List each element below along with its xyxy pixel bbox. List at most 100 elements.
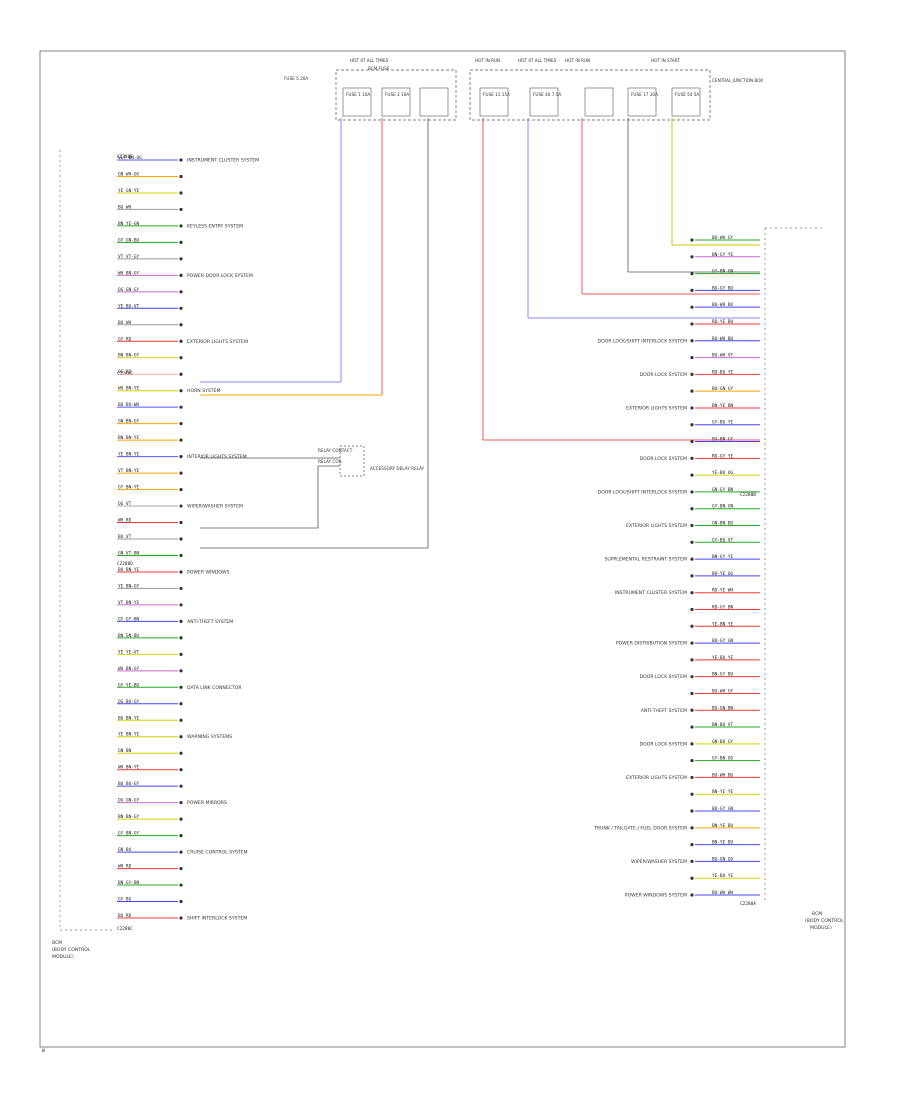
fuse-4 — [479, 87, 509, 117]
pin-code: BN-YE BN — [712, 403, 734, 409]
pin-row: BU-GY GN — [690, 806, 760, 813]
fuse-box-left — [335, 69, 457, 121]
pin-row: BN-YE BU — [690, 840, 760, 847]
pin-dot — [690, 675, 694, 679]
pin-dot — [179, 866, 183, 871]
circuit-note: DATA LINK CONNECTOR — [187, 685, 242, 691]
pin-row: GY RD — [117, 336, 183, 343]
pin-dot — [690, 423, 694, 427]
pin-row: BN-GY YE — [690, 252, 760, 259]
circuit-note: SHIFT INTERLOCK SYSTEM — [187, 916, 247, 922]
circuit-note: POWER WINDOWS SYSTEM — [625, 893, 687, 899]
pin-row: BU BN-YE — [117, 715, 183, 722]
pin-dot — [690, 238, 694, 242]
pin-dot — [179, 916, 183, 920]
pin-code: BU-GY GN — [712, 806, 734, 812]
circuit-note: DOOR LOCK SYSTEM — [640, 372, 687, 378]
fuse-2 — [381, 87, 411, 117]
pin-code: VLT BN-OG — [118, 155, 142, 161]
fuse-3 — [419, 87, 449, 117]
pin-row: BU-GN BN — [690, 705, 760, 712]
pin-code: YE-BN YE — [712, 621, 734, 627]
pin-code: GN-GY BN — [712, 487, 734, 493]
pin-row: RD-GY BN — [690, 604, 760, 612]
pin-row: RD-YE WH — [690, 588, 760, 595]
pin-dot — [690, 591, 694, 595]
top-label: FUSE 5 20A — [284, 76, 308, 81]
pin-dot — [179, 405, 183, 409]
circuit-note: POWER DOOR LOCK SYSTEM — [187, 273, 253, 279]
pin-code: WH RD — [118, 518, 132, 524]
pin-row: BN BN-GY — [117, 353, 183, 360]
pin-row: OG RD — [117, 369, 183, 376]
pin-row: GN BN-GY — [117, 419, 183, 426]
pin-code: BN-BU VT — [712, 722, 734, 728]
pin-row: BU BU-GY — [117, 781, 183, 788]
pin-row: GY-BN GN — [690, 269, 760, 276]
pin-code: BN GN-BU — [118, 633, 140, 639]
connector-id: C2280B — [740, 492, 756, 498]
pin-dot — [690, 691, 694, 696]
accessory-delay-relay — [339, 445, 365, 477]
pin-row: BU-WH WH — [690, 890, 760, 897]
pin-dot — [179, 702, 183, 706]
pin-code: BN-YE BU — [712, 823, 734, 829]
pin-row: RD-BU YE — [690, 369, 760, 376]
relay-label: ACCESSORY DELAY RELAY — [370, 466, 425, 471]
module-name: BCM — [812, 911, 822, 917]
pin-row: WH BN-GY — [117, 270, 183, 277]
pin-row: BU RD — [117, 913, 183, 920]
pin-code: OG VT — [118, 501, 132, 507]
pin-dot — [179, 834, 183, 838]
pin-row: BU-YE OG — [690, 571, 760, 578]
pin-dot — [179, 619, 183, 623]
pin-dot — [690, 540, 694, 544]
pin-code: BU-WH GY — [712, 235, 734, 241]
pin-dot — [179, 487, 183, 492]
module-name: BCM — [52, 940, 62, 946]
pin-row: BU VT — [117, 534, 183, 541]
pin-code: BU-WH VT — [712, 353, 734, 359]
pin-row: BU-GN GY — [690, 386, 760, 393]
pin-row: GN VT-BN — [117, 550, 183, 558]
pin-dot — [690, 859, 694, 864]
pin-code: YE BU-VT — [118, 303, 140, 309]
pin-code: VT BN-YE — [118, 600, 140, 606]
circuit-note: INSTRUMENT CLUSTER SYSTEM — [187, 158, 259, 164]
pin-row: VLT BN-OG — [117, 155, 183, 162]
connector-id: C2280C — [117, 926, 133, 932]
pin-row: GN WH-OG — [117, 171, 183, 179]
fuse-8 — [671, 87, 701, 117]
circuit-note: SUPPLEMENTAL RESTRAINT SYSTEM — [604, 557, 687, 563]
pin-row: GY-BU YE — [690, 420, 760, 427]
pin-code: BU BU-WH — [118, 402, 140, 408]
pin-dot — [179, 899, 183, 904]
pin-code: RD-GY YE — [712, 453, 734, 459]
pin-row: OG VT — [117, 501, 183, 508]
pin-dot — [690, 439, 694, 444]
pin-code: YE-BU YE — [712, 873, 734, 879]
circuit-note: DOOR LOCK/SHIFT INTERLOCK SYSTEM — [598, 338, 687, 344]
pin-code: BN YE-GN — [118, 221, 140, 227]
fuse-label: FUSE 1 10A — [346, 92, 370, 97]
fuse-label: FUSE 54 5A — [675, 92, 699, 97]
top-label: HOT AT ALL TIMES — [350, 58, 389, 63]
pin-row: RD-GY YE — [690, 453, 760, 460]
pin-code: BN BN-GY — [118, 814, 140, 820]
relay-wire — [200, 465, 340, 529]
circuit-note: TRUNK / TAILGATE / FUEL DOOR SYSTEM — [593, 825, 687, 831]
pin-dot — [690, 574, 694, 578]
pin-code: YE GN-YE — [118, 188, 140, 194]
pin-dot — [179, 356, 183, 360]
top-label: HOT IN RUN — [565, 58, 590, 63]
pin-row: YE-BU YE — [690, 873, 760, 880]
circuit-note: DOOR LOCK SYSTEM — [640, 674, 687, 680]
pin-dot — [690, 490, 694, 494]
pin-row: OG GN-GY — [117, 798, 183, 805]
pin-dot — [179, 273, 183, 277]
fuse-1 — [342, 87, 372, 117]
pin-row: BU WH — [117, 320, 183, 327]
connector-id: C2280A — [740, 901, 756, 907]
pin-code: BN-GY BU — [712, 672, 734, 678]
